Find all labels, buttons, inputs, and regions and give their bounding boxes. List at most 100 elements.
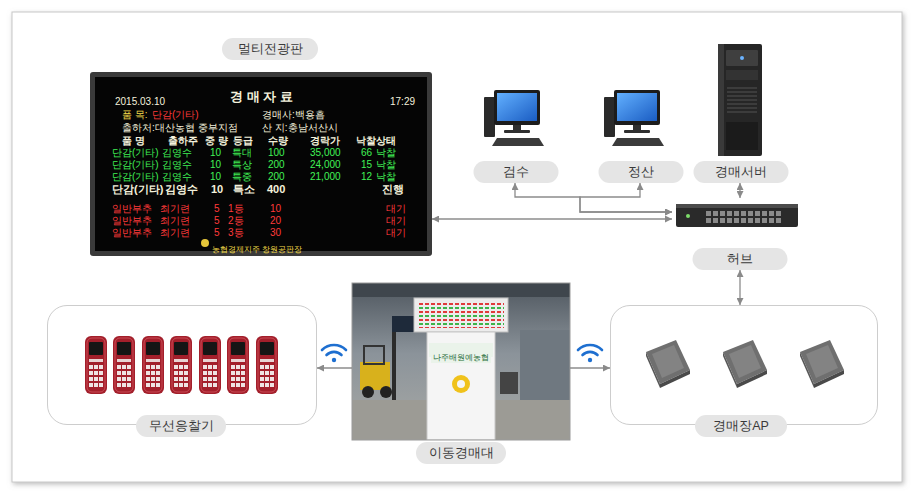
- handset-icon: [256, 336, 278, 394]
- label-holder: 일반부추: [112, 210, 152, 228]
- led-text: 2015.03.10: [115, 96, 165, 107]
- label-holder: 진행: [382, 179, 404, 197]
- led-text: 17:29: [390, 96, 415, 107]
- handset-icon: [113, 336, 135, 394]
- label-holder: 수량: [268, 130, 288, 148]
- led-text: 단감(기타): [112, 159, 159, 170]
- led-text: 특소: [233, 183, 255, 195]
- label-holder: 66: [361, 142, 372, 160]
- connector-arrow: [739, 183, 740, 198]
- connector-arrow: [515, 183, 672, 212]
- led-text: 20: [270, 215, 281, 226]
- photo-wall: [352, 283, 570, 440]
- label-holder: 김영수: [162, 166, 192, 184]
- ap-icon: [800, 340, 844, 388]
- label-holder: 무선응찰기: [136, 415, 226, 437]
- device-node: 경매서버: [689, 40, 792, 183]
- connector-arrow: [432, 218, 672, 219]
- ap-icon: [723, 340, 767, 388]
- label-holder: 낙찰: [376, 142, 396, 160]
- led-text: 5: [214, 203, 220, 214]
- outer-frame: [12, 12, 902, 482]
- connector-arrow: [317, 367, 352, 368]
- led-board-screen: [95, 77, 427, 251]
- led-text: 산 지:충남서산시: [262, 122, 338, 133]
- label-holder: 경매장AP: [695, 415, 787, 437]
- led-text: 5: [214, 215, 220, 226]
- handset-icon: [199, 336, 221, 394]
- wifi-icon: [578, 345, 602, 362]
- kiosk-top: [414, 298, 508, 332]
- label-holder: 경 매 자 료: [230, 87, 293, 105]
- led-text: 10: [210, 159, 221, 170]
- pc-icon: [604, 90, 664, 146]
- device-node: 이동경매대: [352, 283, 570, 464]
- node-label: 무선응찰기: [136, 415, 226, 437]
- led-text: 최기련: [160, 203, 190, 214]
- label-holder: 일반부추: [112, 198, 152, 216]
- label-holder: 최기련: [160, 210, 190, 228]
- led-text: 낙찰: [376, 159, 396, 170]
- device-group-box: 경매장AP: [610, 305, 878, 425]
- led-text: 66: [361, 147, 372, 158]
- led-text: 3등: [228, 227, 244, 238]
- pc-icon: [484, 90, 544, 146]
- led-text: 단감(기타): [112, 147, 159, 158]
- led-text: 경매사:백용흠: [262, 109, 325, 120]
- label-holder: 5: [214, 198, 220, 216]
- label-holder: 정산: [598, 161, 683, 183]
- led-text: 농협경제지주 창원공판장: [212, 246, 302, 255]
- label-holder: 24,000: [310, 154, 341, 172]
- kiosk-body: [427, 332, 495, 440]
- led-text: 특대: [232, 147, 252, 158]
- label-holder: 등급: [233, 130, 253, 148]
- led-text: 24,000: [310, 159, 341, 170]
- device-node: 정산: [594, 85, 687, 183]
- label-holder: 이동경매대: [416, 442, 506, 464]
- led-text: 400: [267, 183, 285, 195]
- label-holder: 단감(기타): [112, 179, 163, 197]
- led-text: 단감(기타): [152, 109, 199, 120]
- led-text: 출하주: [168, 135, 198, 146]
- led-text: 낙찰: [376, 171, 396, 182]
- label-holder: 특대: [232, 142, 252, 160]
- label-holder: 20: [270, 210, 281, 228]
- photo-border: [352, 283, 570, 440]
- led-text: 김영수: [162, 171, 192, 182]
- label-holder: 멀티전광판: [222, 38, 318, 60]
- led-text: 특상: [232, 159, 252, 170]
- label-holder: 12: [361, 166, 372, 184]
- label-holder: 5: [214, 222, 220, 240]
- label-holder: 경락가: [310, 130, 340, 148]
- device-node: 검수: [469, 85, 562, 183]
- server-panel: [726, 122, 758, 150]
- led-text: 5: [214, 227, 220, 238]
- led-text: 대기: [386, 227, 406, 238]
- label-holder: 대기: [386, 210, 406, 228]
- switch-ports: [706, 211, 783, 223]
- led-text: 경락가: [310, 135, 340, 146]
- node-label: 허브: [693, 248, 788, 270]
- label-holder: 품 명: [122, 130, 145, 148]
- label-holder: 품 목:: [122, 104, 148, 122]
- label-holder: 단감(기타): [112, 142, 159, 160]
- server-bay: [726, 50, 758, 66]
- label-holder: 나주배원예농협: [431, 346, 491, 364]
- label-holder: 1등: [228, 198, 244, 216]
- label-holder: 10: [270, 198, 281, 216]
- led-text: 10: [270, 203, 281, 214]
- led-text: 일반부추: [112, 227, 152, 238]
- led-text: 김영수: [162, 147, 192, 158]
- led-text: 10: [210, 171, 221, 182]
- led-text: 100: [268, 147, 285, 158]
- label-holder: 출하처:대산농협 중부지점: [122, 117, 238, 135]
- forklift-wheel: [380, 386, 392, 398]
- label-holder: 낙찰: [376, 166, 396, 184]
- node-label: 이동경매대: [416, 442, 506, 464]
- connector-arrow: [739, 270, 740, 305]
- led-text: 일반부추: [112, 203, 152, 214]
- led-text: 21,000: [310, 171, 341, 182]
- label-holder: 2015.03.10: [115, 91, 165, 109]
